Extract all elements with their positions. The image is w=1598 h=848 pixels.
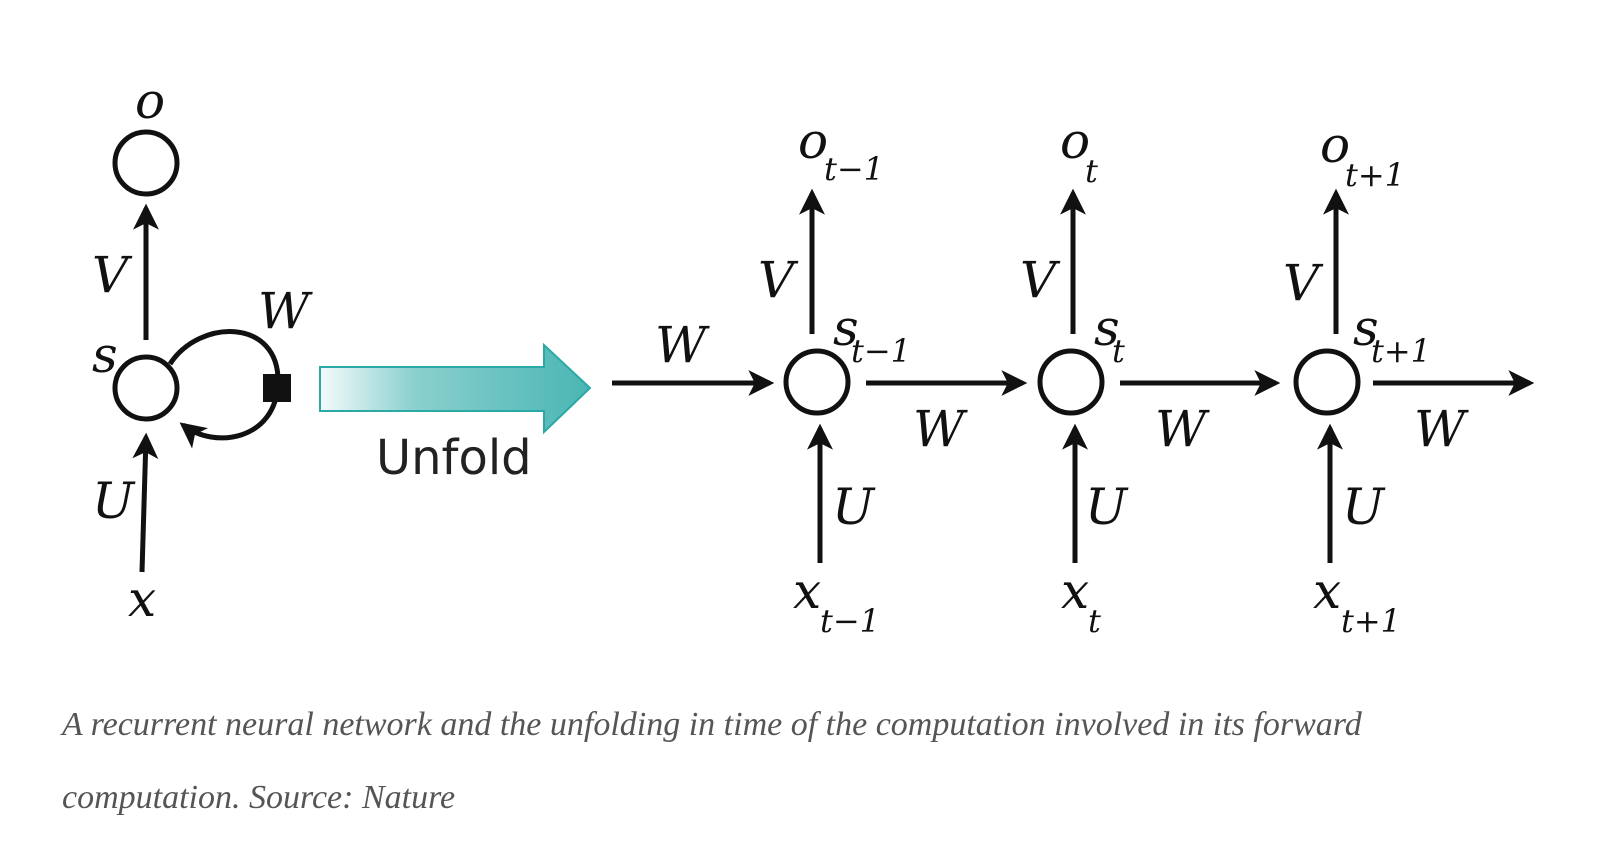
input-subscript: t xyxy=(1088,602,1101,640)
rnn-unfolding-diagram: o V s W U x Unfold W o t−1 V s t−1 W xyxy=(92,72,1535,640)
folded-recurrent-loop-arrow xyxy=(167,329,281,449)
v-label: V xyxy=(1020,251,1061,309)
folded-rnn: o V s W U x xyxy=(92,72,313,628)
input-subscript: t−1 xyxy=(820,602,880,640)
output-subscript: t−1 xyxy=(824,150,884,188)
state-subscript: t xyxy=(1112,332,1125,370)
output-subscript: t xyxy=(1085,152,1098,190)
outgoing-w-label: W xyxy=(1414,400,1469,458)
folded-output-node xyxy=(112,129,180,197)
state-subscript: t−1 xyxy=(851,332,911,370)
state-subscript: t+1 xyxy=(1371,332,1431,370)
state-node xyxy=(783,348,851,416)
state-label: s xyxy=(833,299,859,357)
input-subscript: t+1 xyxy=(1341,602,1401,640)
v-label: V xyxy=(1283,254,1324,312)
u-label: U xyxy=(1085,478,1129,536)
folded-state-node xyxy=(112,354,180,422)
folded-input-label: x xyxy=(128,570,156,628)
unfolded-rnn: W o t−1 V s t−1 W U x t−1 o t V s t xyxy=(612,112,1535,640)
folded-w-label: W xyxy=(258,282,313,340)
input-label: x xyxy=(1313,562,1341,620)
unfold-arrow: Unfold xyxy=(319,342,592,486)
time-step-t-plus-1: o t+1 V s t+1 W U x t+1 xyxy=(1283,116,1535,640)
time-step-t: o t V s t W U x t xyxy=(1020,112,1281,640)
incoming-w-label: W xyxy=(655,316,710,374)
unfold-label: Unfold xyxy=(376,430,532,486)
u-label: U xyxy=(832,478,876,536)
time-step-t-minus-1: o t−1 V s t−1 W U x t−1 xyxy=(758,112,1028,640)
output-label: o xyxy=(1320,116,1350,174)
u-label: U xyxy=(1342,478,1386,536)
unfold-arrow-icon xyxy=(319,342,592,435)
state-node xyxy=(1293,348,1361,416)
folded-u-label: U xyxy=(92,472,136,530)
folded-v-label: V xyxy=(92,246,133,304)
w-label: W xyxy=(913,400,968,458)
output-subscript: t+1 xyxy=(1345,156,1405,194)
folded-state-label: s xyxy=(92,326,118,384)
state-label: s xyxy=(1094,299,1120,357)
state-node xyxy=(1037,348,1105,416)
figure-caption: A recurrent neural network and the unfol… xyxy=(62,706,1362,816)
input-label: x xyxy=(1061,562,1089,620)
folded-output-label: o xyxy=(135,72,165,130)
folded-u-arrow xyxy=(132,432,159,573)
input-label: x xyxy=(793,562,821,620)
output-label: o xyxy=(798,112,828,170)
state-label: s xyxy=(1353,299,1379,357)
v-label: V xyxy=(758,251,799,309)
delay-square-icon xyxy=(263,374,291,402)
w-label: W xyxy=(1155,400,1210,458)
output-label: o xyxy=(1060,112,1090,170)
